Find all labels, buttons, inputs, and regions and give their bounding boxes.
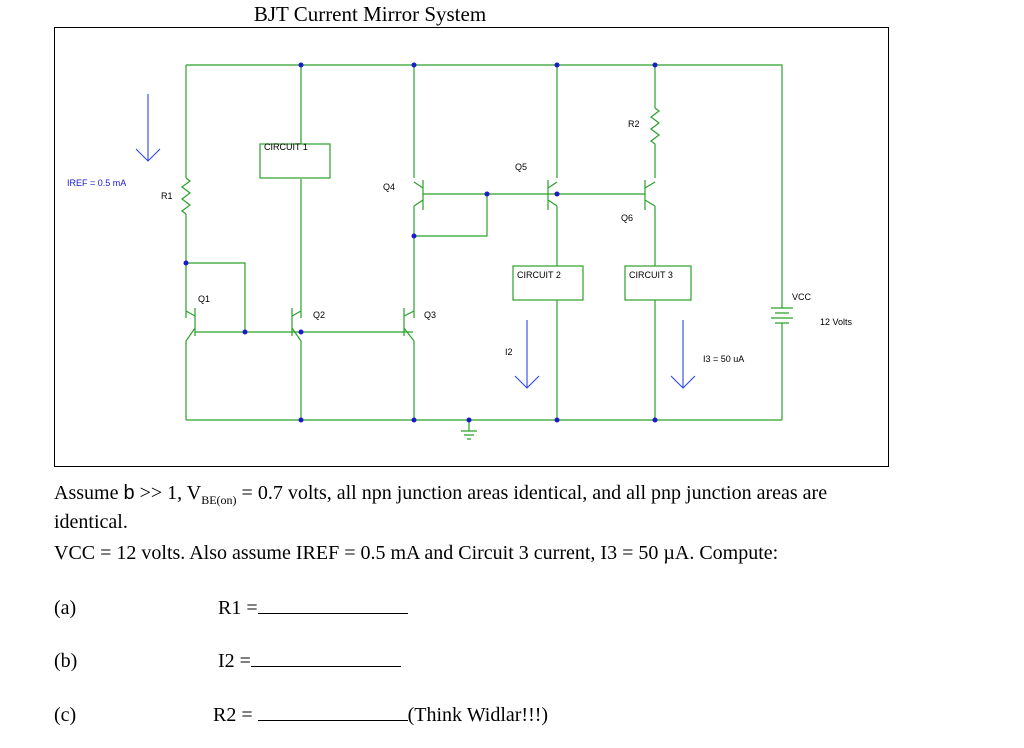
q4-diode-link — [414, 193, 488, 237]
vbe-subscript: BE(on) — [201, 493, 237, 507]
i3-label: I3 = 50 uA — [703, 354, 744, 364]
problem-line-3: VCC = 12 volts. Also assume IREF = 0.5 m… — [54, 542, 779, 564]
iref-label: IREF = 0.5 mA — [67, 178, 126, 188]
q2-transistor — [291, 308, 302, 420]
ground-symbol — [461, 420, 477, 440]
circuit3-label: CIRCUIT 3 — [629, 270, 673, 280]
q3-transistor — [403, 308, 415, 420]
r2-label: R2 — [628, 119, 640, 129]
problem-line-1: Assume b >> 1, VBE(on) = 0.7 volts, all … — [54, 482, 827, 508]
question-a: R1 = — [218, 597, 408, 620]
q1-collector-wire — [185, 214, 246, 332]
problem-text-1b: >> 1, V — [134, 482, 202, 504]
q3-label: Q3 — [424, 310, 436, 320]
circuit-schematic: IREF = 0.5 mA R1 R2 Q1 Q2 Q3 Q4 Q5 Q6 CI… — [67, 62, 853, 440]
junction-dots — [183, 62, 658, 423]
widlar-hint: (Think Widlar!!!) — [407, 704, 549, 726]
problem-text-1c: = 0.7 volts, all npn junction areas iden… — [236, 482, 828, 504]
r2-resistor — [650, 107, 660, 178]
supply-voltage-label: 12 Volts — [820, 317, 853, 327]
q6-transistor — [644, 180, 656, 266]
i2-label: I2 — [505, 347, 513, 357]
question-c-label: (c) — [54, 704, 77, 726]
schematic-frame: IREF = 0.5 mA R1 R2 Q1 Q2 Q3 Q4 Q5 Q6 CI… — [54, 27, 889, 467]
diagram-title: BJT Current Mirror System — [253, 2, 487, 26]
question-b-label: (b) — [54, 650, 78, 672]
question-c-text: R2 = — [213, 704, 258, 726]
i3-arrow — [670, 320, 696, 389]
question-c: R2 = (Think Widlar!!!) — [213, 704, 548, 727]
answer-blank-a[interactable] — [257, 599, 408, 614]
q5-label: Q5 — [515, 162, 527, 172]
circuit2-box — [512, 265, 584, 301]
i2-arrow — [514, 320, 540, 389]
vcc-battery — [771, 292, 793, 420]
q2-label: Q2 — [313, 310, 325, 320]
problem-text-1a: Assume — [54, 482, 124, 504]
q1-transistor — [185, 308, 196, 420]
question-a-label: (a) — [54, 597, 77, 619]
question-b: I2 = — [218, 650, 401, 673]
question-a-text: R1 = — [218, 597, 258, 619]
circuit3-box — [624, 265, 692, 301]
question-b-text: I2 = — [218, 650, 251, 672]
q4-transistor — [413, 180, 424, 318]
vcc-label: VCC — [792, 292, 812, 302]
circuit1-label: CIRCUIT 1 — [264, 142, 308, 152]
vcc-top-rail — [186, 64, 783, 292]
answer-blank-c[interactable] — [257, 706, 408, 721]
q6-label: Q6 — [621, 213, 633, 223]
q4-label: Q4 — [383, 182, 395, 192]
q5-transistor — [547, 180, 558, 266]
iref-arrow — [135, 94, 161, 162]
q1-label: Q1 — [198, 294, 210, 304]
r1-label: R1 — [161, 191, 173, 201]
beta-symbol: b — [123, 482, 135, 504]
circuit2-label: CIRCUIT 2 — [517, 270, 561, 280]
circuit1-box — [259, 143, 331, 179]
r1-resistor — [181, 177, 191, 215]
problem-line-2: identical. — [54, 511, 128, 533]
answer-blank-b[interactable] — [250, 652, 401, 667]
